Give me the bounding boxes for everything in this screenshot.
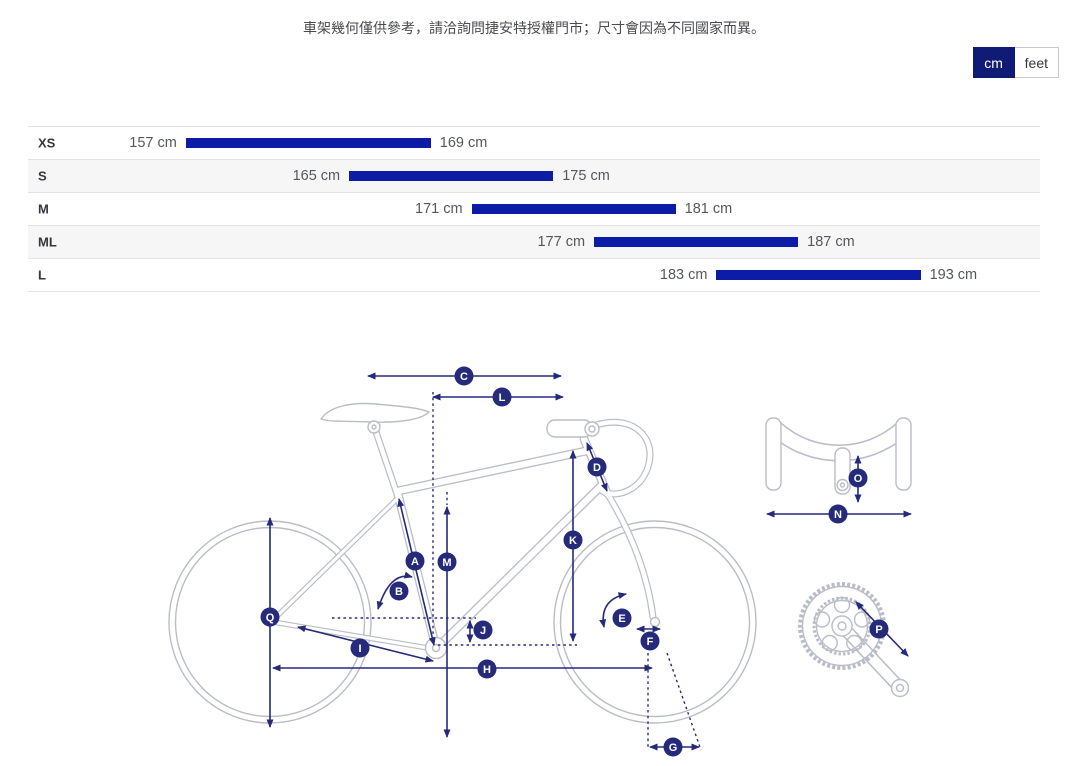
- dim-marker-G: [663, 737, 683, 757]
- size-table: XS 157 cm 169 cm S 165 cm 175 cm M 171 cm 181 cm…: [28, 126, 1040, 292]
- height-range-bar: [185, 138, 431, 148]
- min-height-label: 157 cm: [129, 135, 177, 151]
- dim-letter-H: H: [483, 664, 491, 676]
- dim-marker-K: [563, 530, 583, 550]
- unit-toggle: cm feet: [972, 47, 1059, 78]
- max-height-label: 181 cm: [684, 201, 733, 217]
- min-height-label: 183 cm: [659, 267, 708, 283]
- max-height-label: 193 cm: [929, 267, 978, 283]
- dim-letter-I: I: [358, 643, 361, 655]
- dim-letter-G: G: [669, 742, 678, 754]
- dim-letter-D: D: [593, 462, 601, 474]
- dim-letter-J: J: [480, 625, 486, 637]
- height-range-bar: [471, 204, 676, 214]
- geometry-disclaimer-note: 車架幾何僅供參考，請洽詢問捷安特授權門市；尺寸會因為不同國家而異。: [303, 20, 765, 36]
- size-row-S: S 165 cm 175 cm: [28, 159, 1040, 192]
- handlebar-front-view: [765, 417, 912, 495]
- unit-option-cm[interactable]: cm: [972, 47, 1015, 78]
- max-height-label: 187 cm: [807, 234, 855, 250]
- dim-marker-F: [640, 631, 660, 651]
- dim-line-A: [397, 498, 436, 646]
- dim-marker-C: [454, 366, 474, 386]
- dimension-arrows: [266, 372, 912, 751]
- dim-marker-D: [587, 457, 607, 477]
- size-label: S: [38, 168, 47, 184]
- dim-arc-B: [376, 571, 413, 610]
- bottom-bracket: [424, 636, 448, 660]
- dim-letter-L: L: [499, 392, 506, 404]
- height-range-bar: [594, 237, 799, 247]
- dim-letter-K: K: [569, 535, 577, 547]
- size-label: XS: [38, 135, 56, 151]
- dim-marker-A: [405, 551, 425, 571]
- dim-letter-Q: Q: [266, 612, 275, 624]
- size-label: L: [38, 267, 46, 283]
- dim-marker-O: [848, 468, 868, 488]
- dim-letter-B: B: [395, 586, 403, 598]
- dim-letter-C: C: [460, 371, 468, 383]
- dim-letter-E: E: [618, 613, 625, 625]
- dim-marker-E: [612, 608, 632, 628]
- max-height-label: 175 cm: [562, 168, 610, 184]
- dim-letter-O: O: [854, 473, 863, 485]
- saddle-clamp: [367, 420, 381, 434]
- unit-option-feet[interactable]: feet: [1014, 47, 1059, 78]
- dim-letter-F: F: [647, 636, 654, 648]
- size-row-XS: XS 157 cm 169 cm: [28, 126, 1040, 159]
- geometry-diagram: C L D A M B K J Q I H E F G O N P: [168, 366, 912, 757]
- size-row-ML: ML 177 cm 187 cm: [28, 225, 1040, 258]
- dim-marker-N: [828, 504, 848, 524]
- dim-letter-A: A: [411, 556, 419, 568]
- pedal-spindle: [890, 678, 910, 698]
- min-height-label: 171 cm: [415, 201, 463, 217]
- dim-marker-M: [437, 552, 457, 572]
- dim-letter-M: M: [442, 557, 451, 569]
- size-label: M: [38, 201, 49, 217]
- dim-marker-B: [389, 581, 409, 601]
- dim-marker-L: [492, 387, 512, 407]
- dim-letter-P: P: [875, 624, 882, 636]
- dim-letter-N: N: [834, 509, 842, 521]
- height-range-bar: [349, 171, 554, 181]
- dim-marker-H: [477, 659, 497, 679]
- dimension-labels: C L D A M B K J Q I H E F G O N P: [260, 366, 889, 757]
- size-label: ML: [38, 234, 57, 250]
- front-wheel: [553, 520, 757, 724]
- size-row-M: M 171 cm 181 cm: [28, 192, 1040, 225]
- dim-marker-P: [869, 619, 889, 639]
- height-range-bar: [716, 270, 921, 280]
- dim-arc-E: [599, 592, 627, 628]
- saddle: [319, 402, 431, 423]
- max-height-label: 169 cm: [439, 135, 488, 151]
- size-row-L: L 183 cm 193 cm: [28, 258, 1040, 291]
- bike-outline: [168, 402, 912, 724]
- min-height-label: 177 cm: [537, 234, 586, 250]
- dim-marker-J: [473, 620, 493, 640]
- dim-marker-I: [350, 638, 370, 658]
- dim-marker-Q: [260, 607, 280, 627]
- min-height-label: 165 cm: [292, 168, 341, 184]
- front-hub: [649, 616, 661, 628]
